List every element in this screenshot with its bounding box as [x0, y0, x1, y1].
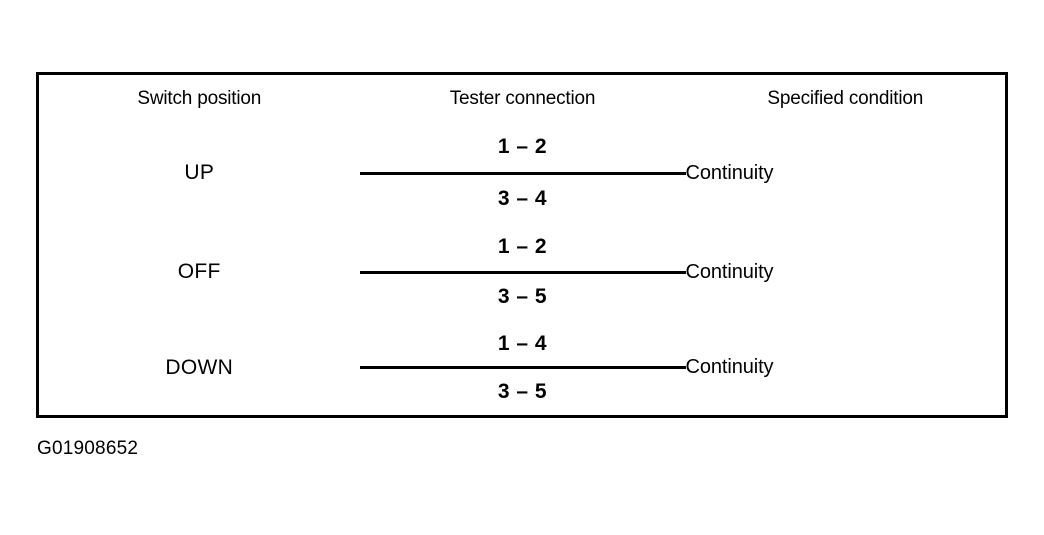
cell-specified-condition-up: Continuity	[685, 161, 774, 184]
tester-connection-line: 1 – 2	[359, 223, 686, 274]
tester-connection-line: 3 – 5	[497, 379, 548, 403]
cell-switch-position-down: DOWN	[165, 355, 234, 379]
cell-tester-connection-off: 1 – 2 3 – 5	[359, 223, 686, 321]
tester-connection-line: 1 – 2	[359, 123, 686, 175]
tester-connection-line: 3 – 5	[497, 285, 548, 309]
cell-switch-position-up: UP	[184, 161, 215, 184]
table-row: UP 1 – 2 3 – 4 Continuity	[38, 123, 1007, 223]
tester-connection-line: 3 – 4	[497, 186, 548, 210]
tester-connection-line: 1 – 4	[359, 321, 686, 370]
figure-caption: G01908652	[37, 438, 139, 459]
column-header-switch-position: Switch position	[137, 88, 262, 109]
table-body: UP 1 – 2 3 – 4 Continuity OFF 1 – 2 3 – …	[38, 123, 1007, 416]
table-header-row: Switch position Tester connection Specif…	[38, 74, 1007, 124]
column-header-tester-connection: Tester connection	[449, 88, 596, 109]
column-header-specified-condition: Specified condition	[767, 88, 924, 109]
cell-specified-condition-off: Continuity	[685, 260, 774, 283]
cell-specified-condition-down: Continuity	[685, 356, 774, 379]
table-row: DOWN 1 – 4 3 – 5 Continuity	[38, 321, 1007, 416]
cell-switch-position-off: OFF	[177, 260, 221, 283]
tester-connection-pair: 1 – 2 3 – 4	[359, 123, 686, 223]
cell-tester-connection-up: 1 – 2 3 – 4	[359, 123, 686, 223]
table-row: OFF 1 – 2 3 – 5 Continuity	[38, 223, 1007, 321]
tester-connection-pair: 1 – 2 3 – 5	[359, 223, 686, 321]
switch-continuity-table: Switch position Tester connection Specif…	[36, 72, 1008, 418]
cell-tester-connection-down: 1 – 4 3 – 5	[359, 321, 686, 416]
tester-connection-pair: 1 – 4 3 – 5	[359, 321, 686, 415]
table-header: Switch position Tester connection Specif…	[38, 74, 1007, 124]
